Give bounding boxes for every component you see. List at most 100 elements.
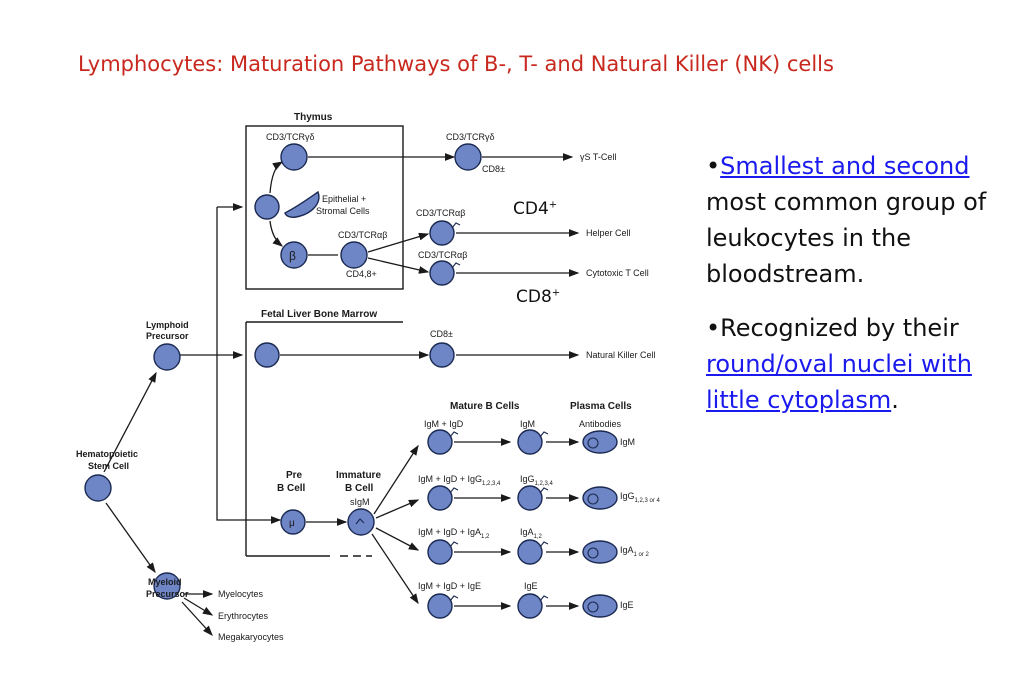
megakaryocytes-label: Megakaryocytes: [218, 632, 284, 642]
mature-b-header: Mature B Cells: [450, 401, 520, 412]
r1-b-cell: [517, 429, 543, 455]
hsc-cell: [84, 474, 112, 502]
arrow-imm-r4: [371, 533, 419, 605]
r4-b-cell: [517, 593, 543, 619]
thymus-cd3-gd-label: CD3/TCRγδ: [266, 132, 315, 142]
cd48-label: CD4,8+: [346, 269, 377, 279]
myeloid-cell: [153, 572, 181, 600]
arrow-cd48-helper: [367, 232, 430, 253]
nk-cd8-label: CD8±: [430, 329, 453, 339]
lymphoid-label-1: Lymphoid: [146, 320, 189, 330]
myelocytes-label: Myelocytes: [218, 589, 264, 599]
plasma-header: Plasma Cells: [570, 401, 632, 412]
pre-b-label-2: B Cell: [277, 483, 306, 494]
gd-tcell-label: γS T-Cell: [580, 152, 616, 162]
hsc-label-2: Stem Cell: [88, 461, 129, 471]
cyto-precursor-cell: [429, 260, 455, 286]
r3-b-cell: [517, 539, 543, 565]
arrow-thymic-up: [269, 161, 284, 194]
erythrocytes-label: Erythrocytes: [218, 611, 269, 621]
arrow-imm-r3: [375, 527, 420, 551]
r2-left-label: IgM + IgD + IgG1,2,3,4: [418, 474, 501, 487]
plasma-nucleus-2: [587, 493, 599, 505]
r1-right-label: IgM: [620, 437, 635, 447]
r2-mature-cell: [427, 485, 453, 511]
thymus-label: Thymus: [294, 112, 333, 123]
plasma-nucleus-1: [587, 437, 599, 449]
r3-mature-cell: [427, 539, 453, 565]
lymphoid-trunk: [216, 207, 282, 524]
hsc-label-1: Hematopoietic: [76, 449, 138, 459]
receptor-tick-r1: [449, 431, 459, 438]
imm-b-label-2: B Cell: [345, 483, 374, 494]
gd-cd3-label: CD3/TCRγδ: [446, 132, 495, 142]
receptor-tick-helper: [451, 222, 461, 229]
cytotoxic-label: Cytotoxic T Cell: [586, 268, 649, 278]
arrow-cd48-cyto: [367, 257, 430, 274]
arrow-imm-r2: [375, 499, 420, 519]
plasma-nucleus-3: [587, 547, 599, 559]
helper-label: Helper Cell: [586, 228, 631, 238]
helper-precursor-cell: [429, 220, 455, 246]
thymus-box: [245, 125, 404, 290]
arrow-imm-r1: [373, 444, 419, 515]
r1-mature-cell: [427, 429, 453, 455]
beta-glyph: β: [289, 249, 296, 263]
receptor-tick-r4b: [539, 595, 549, 602]
bullet-smallest: •Smallest and second most common group o…: [706, 152, 987, 288]
r4-right-label: IgE: [620, 600, 634, 610]
receptor-tick-r2: [449, 487, 459, 494]
r1-left-label: IgM + IgD: [424, 419, 464, 429]
receptor-tick-r4: [449, 595, 459, 602]
pre-b-cell: [280, 509, 306, 535]
gd-out-cell: [454, 143, 482, 171]
arrow-hsc-lymphoid: [103, 371, 157, 473]
lymphoid-cell: [153, 343, 181, 371]
arrow-thymic-down: [269, 220, 284, 247]
epithelial-label-2: Stromal Cells: [316, 206, 370, 216]
receptor-tick-r3b: [539, 541, 549, 548]
bullet-list: •Smallest and second most common group o…: [706, 148, 1011, 436]
cd4-label: CD4+: [513, 199, 558, 219]
r4-mature-cell: [427, 593, 453, 619]
thymic-beta-cell: [280, 241, 308, 269]
r2-mid-label: IgG1,2,3,4: [520, 474, 554, 487]
nk-precursor-cell: [429, 342, 455, 368]
sigm-label: sIgM: [350, 497, 370, 507]
epithelial-label-1: Epithelial +: [322, 194, 366, 204]
r3-left-label: IgM + IgD + IgA1,2: [418, 527, 490, 540]
bullet-recognized: •Recognized by their round/oval nuclei w…: [706, 314, 972, 414]
nk-label: Natural Killer Cell: [586, 350, 656, 360]
imm-b-label-1: Immature: [336, 470, 381, 481]
mu-glyph: μ: [289, 518, 295, 529]
plasma-nucleus-4: [587, 601, 599, 613]
thymic-precursor-cell: [254, 194, 280, 220]
slide-title: Lymphocytes: Maturation Pathways of B-, …: [78, 52, 834, 76]
receptor-tick-imm: [355, 518, 365, 525]
receptor-tick-r3: [449, 541, 459, 548]
arrow-hsc-myeloid: [105, 502, 156, 574]
gd-cd8-label: CD8±: [482, 164, 505, 174]
lymphoid-label-2: Precursor: [146, 331, 189, 341]
cd8-label: CD8+: [516, 287, 561, 307]
thymic-gd-cell: [280, 143, 308, 171]
antibodies-label: Antibodies: [579, 419, 622, 429]
r1-mid-label: IgM: [520, 419, 535, 429]
arrow-megakaryocytes: [181, 601, 213, 636]
smallest-link[interactable]: Smallest and second: [720, 152, 970, 180]
immature-b-cell: [347, 508, 375, 536]
epithelial-stromal-cell: [284, 190, 320, 218]
r2-right-label: IgG1,2,3 or 4: [620, 491, 661, 504]
arrow-erythrocytes: [183, 597, 214, 616]
myeloid-label-1: Myeloid: [148, 577, 182, 587]
receptor-tick-cyto: [451, 262, 461, 269]
pre-b-label-1: Pre: [286, 470, 303, 481]
cd48-cell: [340, 241, 368, 269]
cd3-ab-label: CD3/TCRαβ: [338, 230, 387, 240]
helper-cd3-label: CD3/TCRαβ: [416, 208, 465, 218]
fetal-cell: [254, 342, 280, 368]
r2-b-cell: [517, 485, 543, 511]
nuclei-link[interactable]: round/oval nuclei with little cytoplasm: [706, 350, 972, 414]
r3-mid-label: IgA1,2: [520, 527, 543, 540]
